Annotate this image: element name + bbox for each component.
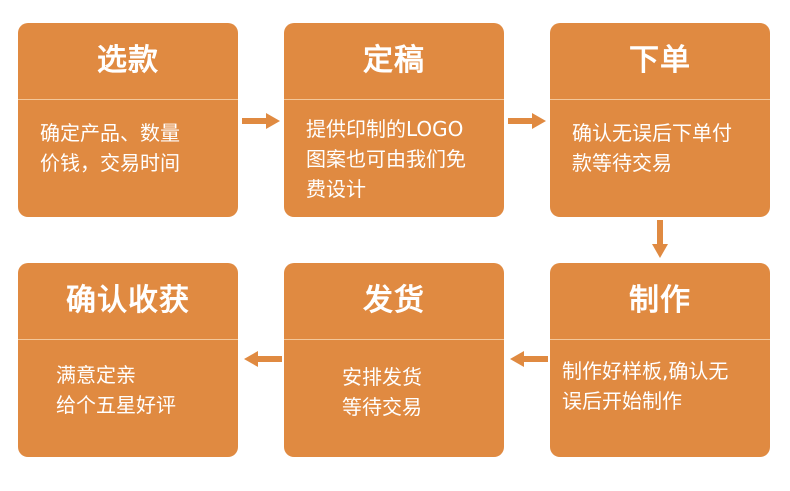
arrow-right-icon	[508, 113, 546, 129]
arrow-down-icon	[652, 220, 668, 258]
step-card-ship: 发货 安排发货 等待交易	[284, 263, 504, 457]
step-title: 确认收获	[66, 283, 190, 318]
step-desc-line: 费设计	[306, 177, 366, 201]
arrow-right-icon	[242, 113, 280, 129]
step-desc-line: 误后开始制作	[562, 389, 682, 413]
step-description: 确定产品、数量 价钱，交易时间	[18, 100, 238, 178]
step-divider	[550, 99, 770, 100]
step-card-finalize: 定稿 提供印制的LOGO 图案也可由我们免 费设计	[284, 23, 504, 217]
step-description: 提供印制的LOGO 图案也可由我们免 费设计	[284, 100, 504, 204]
step-desc-line: 给个五星好评	[56, 393, 176, 417]
step-desc-line: 确认无误后下单付	[572, 121, 732, 145]
step-divider	[284, 339, 504, 340]
arrow-left-icon	[510, 351, 548, 367]
step-description: 确认无误后下单付 款等待交易	[550, 100, 770, 178]
step-description: 安排发货 等待交易	[284, 340, 504, 422]
step-divider	[550, 339, 770, 340]
step-desc-line: 图案也可由我们免	[306, 147, 466, 171]
step-desc-line: 制作好样板,确认无	[562, 359, 729, 383]
step-description: 满意定亲 给个五星好评	[18, 340, 238, 420]
step-card-produce: 制作 制作好样板,确认无 误后开始制作	[550, 263, 770, 457]
step-desc-line: 安排发货	[342, 365, 422, 389]
step-desc-line: 提供印制的LOGO	[306, 117, 464, 141]
step-desc-line: 价钱，交易时间	[40, 151, 180, 175]
step-title: 选款	[97, 43, 159, 78]
step-title: 发货	[363, 283, 425, 318]
step-card-confirm-receipt: 确认收获 满意定亲 给个五星好评	[18, 263, 238, 457]
step-description: 制作好样板,确认无 误后开始制作	[550, 340, 770, 416]
step-title: 定稿	[363, 43, 425, 78]
step-desc-line: 等待交易	[342, 395, 422, 419]
step-divider	[18, 339, 238, 340]
step-desc-line: 满意定亲	[56, 363, 136, 387]
step-divider	[284, 99, 504, 100]
arrow-left-icon	[244, 351, 282, 367]
step-card-select: 选款 确定产品、数量 价钱，交易时间	[18, 23, 238, 217]
step-title: 下单	[629, 43, 691, 78]
step-title: 制作	[629, 283, 691, 318]
step-desc-line: 款等待交易	[572, 151, 672, 175]
step-divider	[18, 99, 238, 100]
step-card-order: 下单 确认无误后下单付 款等待交易	[550, 23, 770, 217]
step-desc-line: 确定产品、数量	[40, 121, 180, 145]
